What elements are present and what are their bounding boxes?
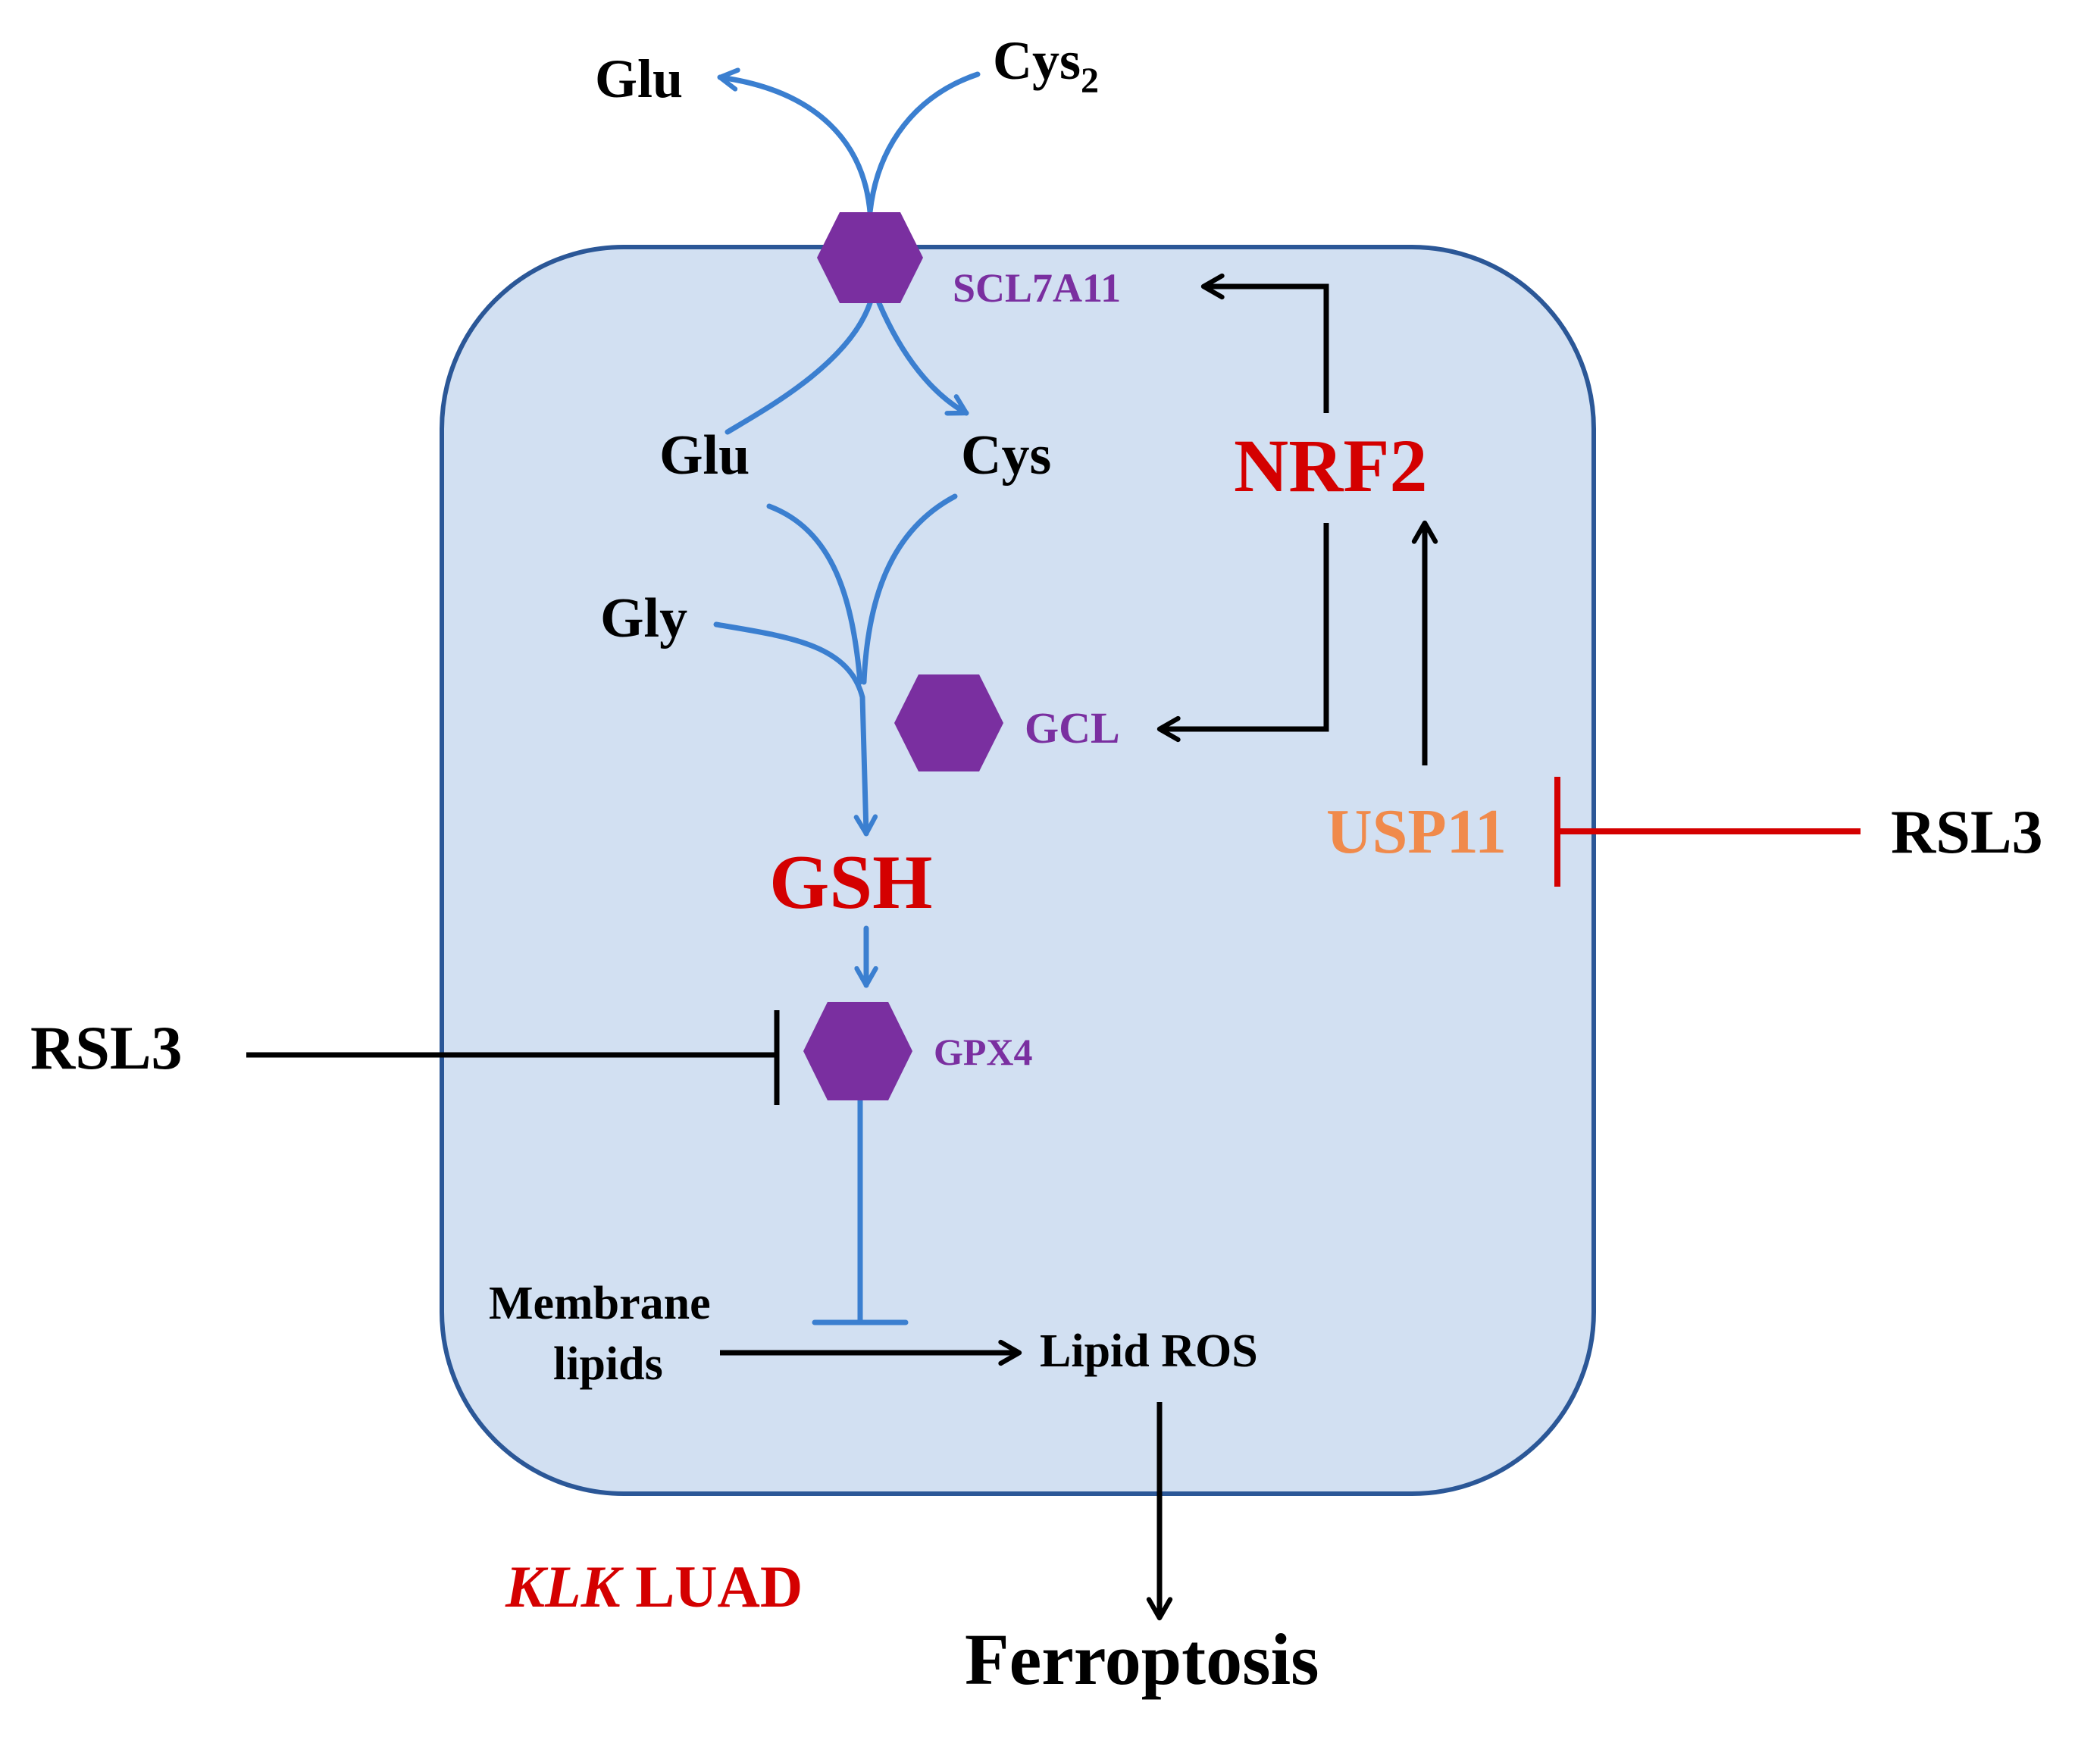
scl7a11-label: SCL7A11 — [953, 265, 1121, 311]
gly-label: Gly — [600, 587, 687, 649]
rsl3-usp11-inhibition — [1554, 777, 1861, 887]
cys-intracellular-label: Cys — [961, 424, 1051, 487]
cell-body — [440, 245, 1596, 1496]
membrane-lipids-label-line1: Membrane — [489, 1278, 711, 1329]
gsh-label: GSH — [769, 840, 932, 925]
gpx4-label: GPX4 — [934, 1031, 1033, 1073]
cys2-import-curve — [867, 71, 981, 215]
gly-to-gsh-arrow — [713, 621, 878, 837]
gpx4-hexagon-icon — [803, 1002, 912, 1100]
nrf2-to-transporter-arrow — [1200, 273, 1329, 413]
glu-export-label: Glu — [595, 49, 683, 109]
nrf2-label: NRF2 — [1234, 424, 1428, 508]
gcl-hexagon-icon — [894, 674, 1003, 771]
rsl3-right-label: RSL3 — [1891, 797, 2043, 866]
regulation-arrows-black — [246, 273, 1438, 1621]
cys-to-gsh-curve — [861, 493, 958, 685]
nrf2-to-gcl-arrow — [1156, 523, 1329, 743]
lipid-ros-label: Lipid ROS — [1040, 1325, 1258, 1377]
membrane-lipids-label-line2: lipids — [553, 1338, 663, 1390]
rsl3-left-label: RSL3 — [30, 1013, 183, 1082]
glu-to-gsh-curve — [766, 503, 863, 685]
glu-export-arrow — [717, 67, 873, 215]
glu-intracellular-label: Glu — [659, 424, 750, 487]
cys2-subscript: 2 — [1081, 61, 1099, 101]
pathway-arrows-blue — [713, 67, 981, 1325]
cys2-label: Cys2 — [993, 30, 1099, 101]
scl7a11-hexagon-icon — [817, 212, 923, 303]
gcl-label: GCL — [1025, 703, 1120, 753]
transporter-to-cys-arrow — [876, 300, 969, 416]
ferroptosis-label: Ferroptosis — [965, 1619, 1319, 1700]
cell-type-label: KLK LUAD — [505, 1554, 803, 1620]
transporter-to-glu-curve — [725, 300, 873, 435]
usp11-label: USP11 — [1326, 796, 1507, 867]
